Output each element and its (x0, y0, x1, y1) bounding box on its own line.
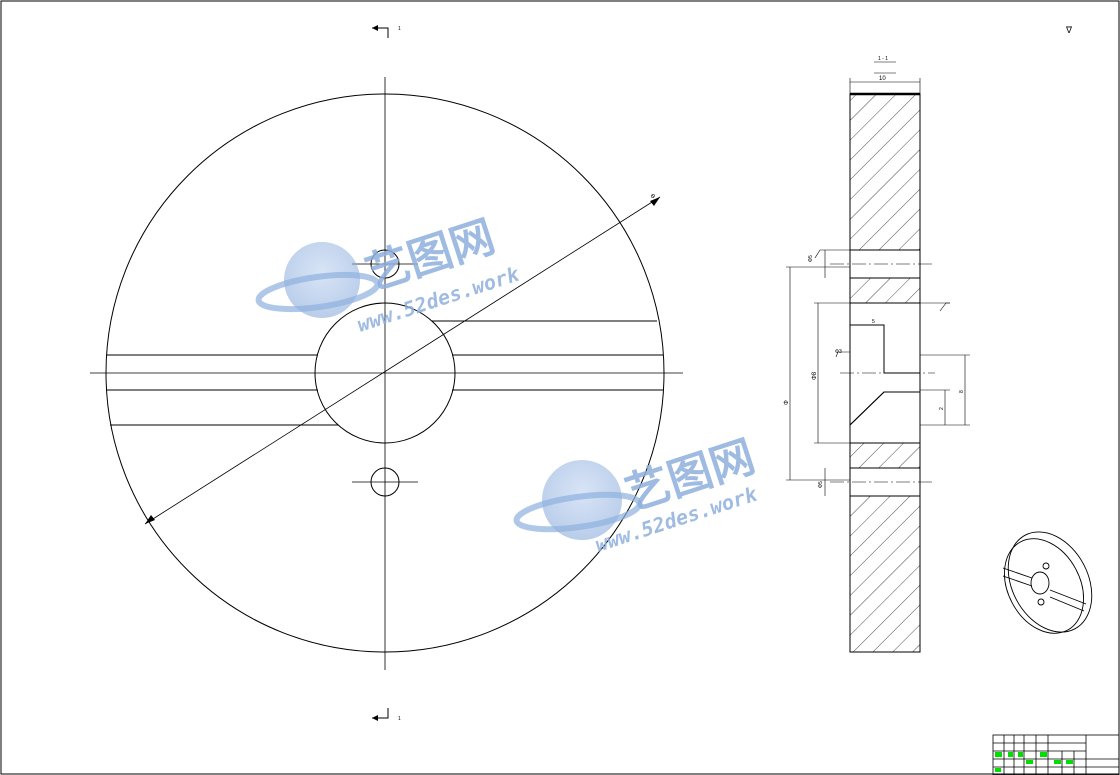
isometric-view (1002, 531, 1093, 634)
view-label: 1 - 1 (878, 56, 888, 62)
slot-width-dimension: 5 (872, 319, 875, 325)
iso-hole (1037, 598, 1045, 606)
dimension-arrow (145, 515, 155, 524)
iso-slot (1049, 596, 1085, 612)
upper-hole-dimension: Φ5 (808, 255, 814, 262)
hatch-bottom (849, 495, 921, 653)
iso-slot (1002, 575, 1033, 587)
section-dimensions (786, 61, 970, 496)
iso-slot (1002, 567, 1033, 579)
globe-logo-icon (513, 460, 643, 540)
bore-depth-dimension: Φ8 (812, 371, 818, 380)
section-label-top: 1 (398, 26, 401, 32)
title-block-highlights (995, 752, 1073, 772)
iso-slot (1049, 589, 1087, 605)
section-mark-top (372, 27, 389, 38)
watermark-upper: 艺图网 www.52des.work (255, 211, 523, 337)
width-dimension: 10 (879, 76, 886, 82)
iso-disc-back (1007, 531, 1093, 633)
hatch-top (849, 93, 921, 251)
front-view (90, 25, 683, 721)
globe-logo-icon (255, 242, 381, 318)
iso-hole (1042, 562, 1050, 570)
hatch-mid-upper (849, 277, 921, 304)
diameter-label: Φ (650, 193, 657, 201)
title-block (992, 734, 1120, 775)
overall-height-dimension: Φ (784, 400, 790, 405)
key-slot (850, 324, 920, 374)
key-slot (849, 391, 920, 426)
iso-disc-front (1004, 538, 1084, 634)
step-a-dimension: 2 (939, 407, 945, 410)
section-view (830, 92, 935, 653)
hatch-lower (849, 442, 921, 469)
diameter-dimension-line (144, 196, 661, 525)
iso-bore (1030, 571, 1050, 595)
section-label-bottom: 1 (398, 716, 401, 722)
surface-finish-note: ∇ (1065, 26, 1073, 36)
lower-hole-dimension: Φ5 (818, 481, 824, 488)
step-b-dimension: 8 (959, 390, 965, 393)
section-arrow (372, 25, 378, 31)
watermark-lower: 艺图网 www.52des.work (513, 431, 761, 557)
section-mark-bottom (372, 708, 389, 719)
dimension-arrow (650, 197, 660, 206)
section-arrow (372, 715, 378, 721)
bore-dimension: Φ3 (835, 349, 842, 355)
